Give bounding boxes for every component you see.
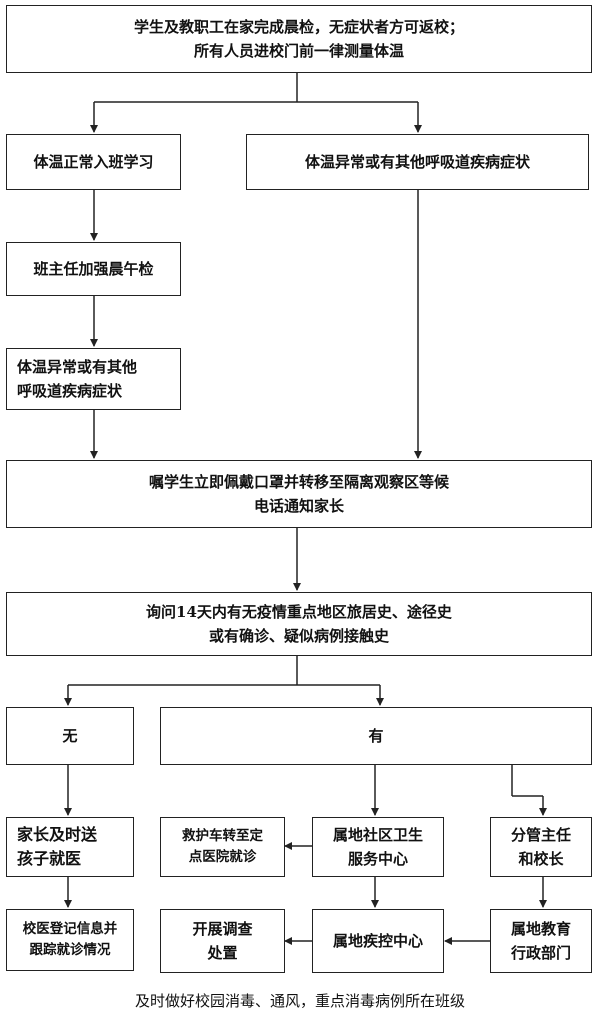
node-cdc: 属地疾控中心 (312, 909, 444, 973)
node-ambulance-label: 救护车转至定 点医院就诊 (182, 828, 263, 865)
node-parent-send-label: 家长及时送 孩子就医 (17, 825, 98, 868)
node-yes-label: 有 (368, 727, 384, 745)
node-temp-abnormal: 体温异常或有其他呼吸道疾病症状 (246, 134, 589, 190)
node-investigate: 开展调查 处置 (160, 909, 285, 973)
node-community-health: 属地社区卫生 服务中心 (312, 817, 444, 877)
node-temp-normal: 体温正常入班学习 (6, 134, 181, 190)
node-community-health-label: 属地社区卫生 服务中心 (332, 826, 423, 868)
node-school-doctor: 校医登记信息并 跟踪就诊情况 (6, 909, 134, 971)
node-ambulance: 救护车转至定 点医院就诊 (160, 817, 285, 877)
node-no-label: 无 (62, 727, 78, 745)
node-temp-abnormal-2: 体温异常或有其他 呼吸道疾病症状 (6, 348, 181, 410)
node-temp-normal-label: 体温正常入班学习 (33, 153, 154, 171)
footer-note: 及时做好校园消毒、通风，重点消毒病例所在班级 (134, 992, 465, 1010)
node-inquire-label: 询问14天内有无疫情重点地区旅居史、途径史 或有确诊、疑似病例接触史 (146, 603, 452, 645)
node-head-teacher-check: 班主任加强晨午检 (6, 242, 181, 296)
node-yes: 有 (160, 707, 592, 765)
node-isolate: 嘱学生立即佩戴口罩并转移至隔离观察区等候 电话通知家长 (6, 460, 592, 528)
node-no: 无 (6, 707, 134, 765)
node-edu-dept-label: 属地教育 行政部门 (510, 920, 571, 962)
node-head-teacher-check-label: 班主任加强晨午检 (33, 260, 154, 278)
node-morning-check: 学生及教职工在家完成晨检，无症状者方可返校； 所有人员进校门前一律测量体温 (6, 5, 592, 73)
node-parent-send: 家长及时送 孩子就医 (6, 817, 134, 877)
node-investigate-label: 开展调查 处置 (192, 920, 253, 962)
node-principal-label: 分管主任 和校长 (510, 826, 571, 868)
node-edu-dept: 属地教育 行政部门 (490, 909, 592, 973)
node-isolate-label: 嘱学生立即佩戴口罩并转移至隔离观察区等候 电话通知家长 (148, 473, 449, 515)
node-cdc-label: 属地疾控中心 (332, 932, 423, 950)
node-principal: 分管主任 和校长 (490, 817, 592, 877)
node-temp-abnormal-2-label: 体温异常或有其他 呼吸道疾病症状 (17, 358, 138, 400)
node-morning-check-label: 学生及教职工在家完成晨检，无症状者方可返校； 所有人员进校门前一律测量体温 (133, 18, 464, 60)
node-inquire: 询问14天内有无疫情重点地区旅居史、途径史 或有确诊、疑似病例接触史 (6, 592, 592, 656)
node-temp-abnormal-label: 体温异常或有其他呼吸道疾病症状 (304, 153, 530, 171)
node-school-doctor-label: 校医登记信息并 跟踪就诊情况 (22, 921, 118, 958)
